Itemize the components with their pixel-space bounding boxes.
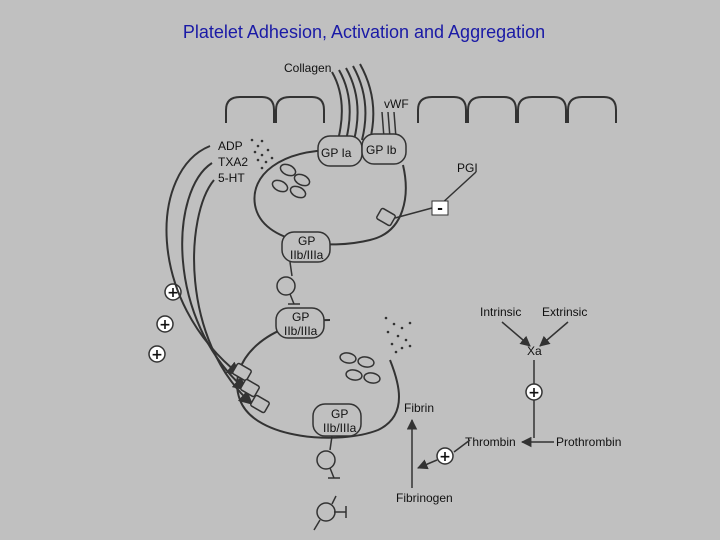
endothelium-right xyxy=(417,96,617,123)
vwf-label: vWF xyxy=(384,97,409,111)
plus-text-2: + xyxy=(159,317,171,333)
pgi-line xyxy=(439,171,477,206)
extrinsic-label: Extrinsic xyxy=(542,305,587,319)
fibrin-label: Fibrin xyxy=(404,401,434,415)
lower-receptors xyxy=(232,362,270,414)
upper-granules xyxy=(271,163,311,199)
thrombin-label: Thrombin xyxy=(465,435,516,449)
intrinsic-label: Intrinsic xyxy=(480,305,521,319)
plus-text-1: + xyxy=(167,285,179,301)
gp2-line2: IIb/IIIa xyxy=(284,324,318,338)
lower-secretion-dots xyxy=(384,316,412,354)
pgi-receptor xyxy=(376,207,396,227)
plus-sign-thrombin xyxy=(436,447,454,465)
lower-platelet xyxy=(236,319,400,439)
fibrinogen-bridge-3 xyxy=(313,495,347,531)
gp-ib-label: GP Ib xyxy=(366,143,397,157)
gp-iib-iiia-1 xyxy=(281,231,331,263)
thrombin-arrow xyxy=(417,459,438,470)
gp1-line2: IIb/IIIa xyxy=(290,248,324,262)
inhibition-line xyxy=(394,207,433,219)
feedback-arrows xyxy=(165,145,254,405)
collagen-fibers xyxy=(331,63,375,141)
gp-ib-receptor xyxy=(361,133,407,165)
fibrinogen-bridge-1 xyxy=(276,261,300,305)
plus-text-thrombin: + xyxy=(439,449,451,465)
xa-label: Xa xyxy=(527,344,542,358)
fibrinogen-bridge-2 xyxy=(316,435,340,479)
adp-label: ADP xyxy=(218,139,243,153)
gp3-line1: GP xyxy=(331,407,348,421)
intrinsic-arrow xyxy=(501,321,531,347)
gp-ia-label: GP Ia xyxy=(321,146,352,160)
endothelium-left xyxy=(225,96,325,123)
upper-secretion-dots xyxy=(250,138,274,170)
prothrombin-label: Prothrombin xyxy=(556,435,621,449)
plus-sign-3 xyxy=(148,345,166,363)
ht-label: 5-HT xyxy=(218,171,245,185)
gp-iib-iiia-3 xyxy=(312,403,362,437)
lower-granules xyxy=(339,352,381,384)
gp2-line1: GP xyxy=(292,310,309,324)
collagen-label: Collagen xyxy=(284,61,331,75)
gp3-line2: IIb/IIIa xyxy=(323,421,357,435)
plus-text-xa: + xyxy=(528,385,540,401)
pgi-label: PGI xyxy=(457,161,478,175)
plus-sign-2 xyxy=(156,315,174,333)
plus-text-3: + xyxy=(151,347,163,363)
txa2-label: TXA2 xyxy=(218,155,248,169)
minus-text: - xyxy=(437,201,443,217)
thrombin-to-plus xyxy=(453,439,471,453)
diagram-title: Platelet Adhesion, Activation and Aggreg… xyxy=(183,22,545,42)
gp1-line1: GP xyxy=(298,234,315,248)
fibrinogen-label: Fibrinogen xyxy=(396,491,453,505)
gp-iib-iiia-2 xyxy=(275,307,325,339)
extrinsic-arrow xyxy=(539,321,569,347)
